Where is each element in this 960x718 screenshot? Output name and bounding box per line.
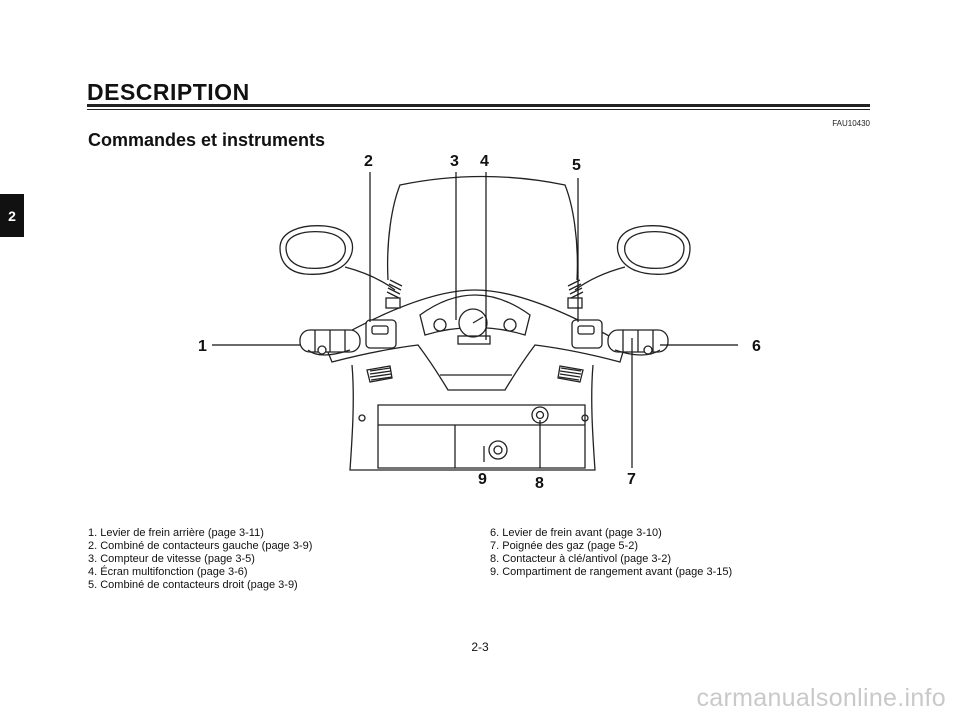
windshield	[386, 175, 579, 281]
callout-2: 2	[364, 153, 373, 170]
right-mirror	[616, 225, 691, 275]
inner-panel	[377, 404, 586, 469]
storage-lock-knob	[488, 440, 508, 460]
left-vent	[366, 365, 393, 383]
chapter-tab: 2	[0, 194, 24, 237]
callout-3: 3	[450, 153, 459, 170]
right-vent	[557, 365, 584, 383]
legend-item: 8. Contacteur à clé/antivol (page 3-2)	[490, 553, 671, 565]
legend-item: 6. Levier de frein avant (page 3-10)	[490, 527, 662, 539]
legend-item: 5. Combiné de contacteurs droit (page 3-…	[88, 579, 298, 591]
scooter-controls-illustration: 1 2 3 4 5 6 7 8 9	[190, 150, 780, 510]
legend-item: 7. Poignée des gaz (page 5-2)	[490, 540, 638, 552]
callout-4: 4	[480, 153, 489, 170]
legend-item: 3. Compteur de vitesse (page 3-5)	[88, 553, 255, 565]
left-brake-lever	[307, 349, 351, 356]
legend-left-column: 1. Levier de frein arrière (page 3-11) 2…	[88, 527, 312, 592]
left-mirror-stem	[344, 266, 403, 309]
callout-5: 5	[572, 157, 581, 174]
right-gauge	[503, 318, 517, 332]
callout-8: 8	[535, 475, 544, 492]
legend-right-column: 6. Levier de frein avant (page 3-10) 7. …	[490, 527, 732, 579]
callout-7: 7	[627, 471, 636, 488]
legend-item: 9. Compartiment de rangement avant (page…	[490, 566, 733, 578]
title-rule-thin	[87, 109, 870, 110]
legend-item: 2. Combiné de contacteurs gauche (page 3…	[88, 540, 313, 552]
callout-9: 9	[478, 471, 487, 488]
page-subtitle: Commandes et instruments	[88, 130, 326, 150]
callout-6: 6	[752, 338, 761, 355]
section-title: DESCRIPTION	[87, 79, 250, 105]
reference-code: FAU10430	[832, 119, 870, 128]
page-number: 2-3	[471, 640, 489, 654]
multifunction-display	[457, 335, 491, 345]
handlebar-cover	[324, 289, 626, 391]
callout-1: 1	[198, 338, 207, 355]
title-rule-thick	[87, 104, 870, 107]
left-mirror	[279, 225, 354, 275]
legend-item: 1. Levier de frein arrière (page 3-11)	[88, 527, 264, 539]
left-gauge	[433, 318, 447, 332]
watermark: carmanualsonline.info	[696, 684, 946, 712]
legend-item: 4. Écran multifonction (page 3-6)	[88, 566, 248, 578]
right-brake-lever	[614, 349, 661, 356]
